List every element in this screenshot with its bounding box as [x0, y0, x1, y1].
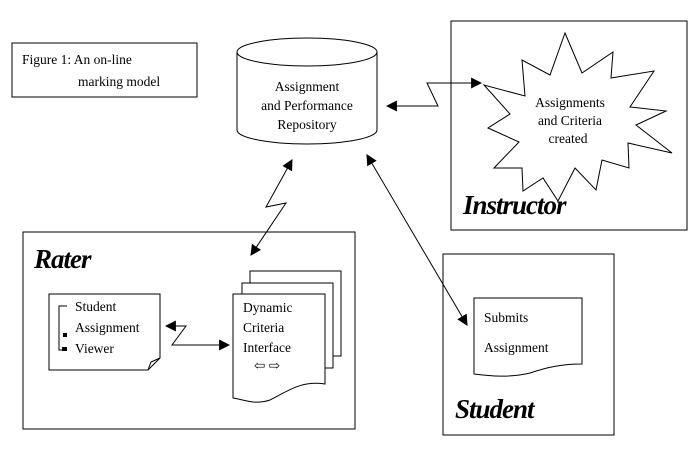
- figure-caption: Figure 1: An on-line marking model: [11, 42, 198, 98]
- viewer-line2: Assignment: [75, 320, 140, 335]
- repository-line3: Repository: [277, 117, 336, 132]
- viewer-line3: Viewer: [75, 341, 114, 356]
- criteria-line3: Interface: [243, 340, 291, 355]
- criteria-line2: Criteria: [243, 320, 284, 335]
- student-doc-line2: Assignment: [484, 340, 549, 355]
- student-assignment-viewer: Student Assignment Viewer: [48, 293, 161, 371]
- student-box: Submits Assignment Student: [442, 253, 615, 436]
- navigation-arrows-icon: ⇦ ⇨: [254, 358, 281, 373]
- connector-repository-rater: [250, 159, 293, 256]
- connector-viewer-criteria: [164, 320, 231, 351]
- connector-repository-instructor: [385, 77, 483, 112]
- rater-title: Rater: [33, 244, 92, 274]
- repository-line2: and Performance: [261, 98, 353, 113]
- submission-document: [473, 297, 583, 377]
- bullet-icon: [62, 347, 67, 351]
- figure-caption-line1: Figure 1: An on-line: [22, 52, 132, 67]
- burst-line1: Assignments: [535, 95, 605, 110]
- instructor-title: Instructor: [462, 190, 567, 220]
- student-title: Student: [455, 394, 536, 424]
- connector-repository-student: [366, 154, 468, 326]
- rater-box: Rater Student Assignment Viewer Dynamic …: [22, 231, 356, 430]
- criteria-line1: Dynamic: [243, 300, 293, 315]
- dynamic-criteria-interface: Dynamic Criteria Interface ⇦ ⇨: [232, 270, 342, 403]
- student-doc-line1: Submits: [484, 310, 528, 325]
- explosion-burst: [482, 31, 673, 202]
- figure-caption-line2: marking model: [78, 74, 160, 89]
- burst-line3: created: [549, 131, 588, 146]
- bullet-icon: [63, 333, 67, 337]
- viewer-line1: Student: [75, 299, 117, 314]
- burst-line2: and Criteria: [538, 113, 602, 128]
- repository-cylinder: Assignment and Performance Repository: [236, 37, 378, 145]
- instructor-box: Assignments and Criteria created Instruc…: [450, 20, 688, 231]
- repository-line1: Assignment: [275, 79, 340, 94]
